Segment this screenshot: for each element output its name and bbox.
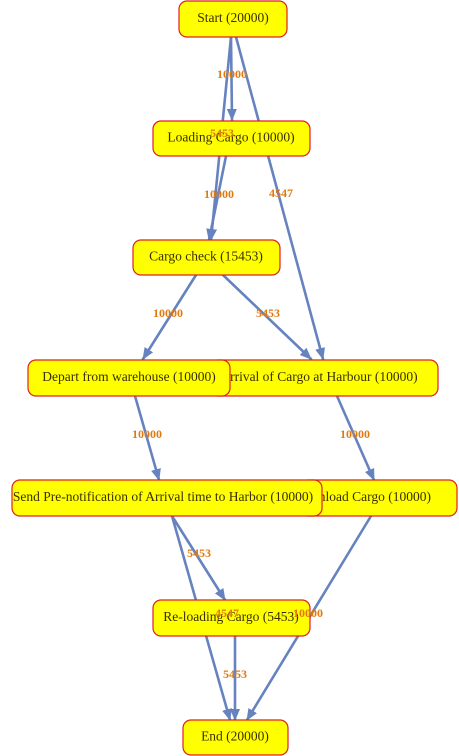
edge-loading-check xyxy=(206,154,228,242)
node-depart-warehouse-label: Depart from warehouse (10000) xyxy=(42,369,216,384)
edge-check-depart xyxy=(141,273,198,361)
edge-arrival-unload xyxy=(335,394,376,482)
node-arrival-of-cargo[interactable]: Arrival of Cargo at Harbour (10000) xyxy=(209,359,439,397)
node-loading-cargo[interactable]: Loading Cargo (10000) xyxy=(152,120,311,157)
node-arrival-of-cargo-label: Arrival of Cargo at Harbour (10000) xyxy=(220,369,417,384)
node-cargo-check-label: Cargo check (15453) xyxy=(149,249,263,264)
edge-label-arrival-unload: 10000 xyxy=(340,427,370,441)
node-unload-cargo-label: Unload Cargo (10000) xyxy=(309,489,431,504)
node-start-label: Start (20000) xyxy=(197,10,269,25)
node-cargo-check[interactable]: Cargo check (15453) xyxy=(132,239,281,276)
edge-label-start-check: 5453 xyxy=(210,126,234,140)
edge-start-loading xyxy=(226,35,237,122)
edge-label-unload-end: 10000 xyxy=(293,606,323,620)
edge-check-arrival xyxy=(221,273,313,361)
edge-label-reload-end: 5453 xyxy=(223,667,247,681)
edge-label-prenotify-end: 4547 xyxy=(215,606,239,620)
edge-start-arrival xyxy=(234,35,325,361)
edge-depart-prenotify xyxy=(133,394,161,482)
edge-prenotify-reload xyxy=(170,514,227,602)
node-reloading-cargo[interactable]: Re-loading Cargo (5453) xyxy=(152,599,311,637)
node-loading-cargo-label: Loading Cargo (10000) xyxy=(167,130,294,145)
edge-label-check-arrival: 5453 xyxy=(256,306,280,320)
node-start[interactable]: Start (20000) xyxy=(178,0,288,38)
edge-label-depart-prenotify: 10000 xyxy=(132,427,162,441)
node-send-prenotification[interactable]: Send Pre-notification of Arrival time to… xyxy=(11,479,323,517)
node-end-label: End (20000) xyxy=(201,729,269,744)
node-send-prenotification-label: Send Pre-notification of Arrival time to… xyxy=(13,489,313,504)
node-end[interactable]: End (20000) xyxy=(182,719,289,756)
node-depart-warehouse[interactable]: Depart from warehouse (10000) xyxy=(27,359,231,397)
edge-label-start-loading: 10000 xyxy=(217,67,247,81)
node-reloading-cargo-label: Re-loading Cargo (5453) xyxy=(163,609,298,624)
edge-label-prenotify-reload: 5453 xyxy=(187,546,211,560)
edge-label-start-arrival: 4547 xyxy=(269,186,293,200)
edge-label-loading-check: 10000 xyxy=(204,187,234,201)
edge-label-check-depart: 10000 xyxy=(153,306,183,320)
node-unload-cargo[interactable]: Unload Cargo (10000) xyxy=(299,479,458,517)
